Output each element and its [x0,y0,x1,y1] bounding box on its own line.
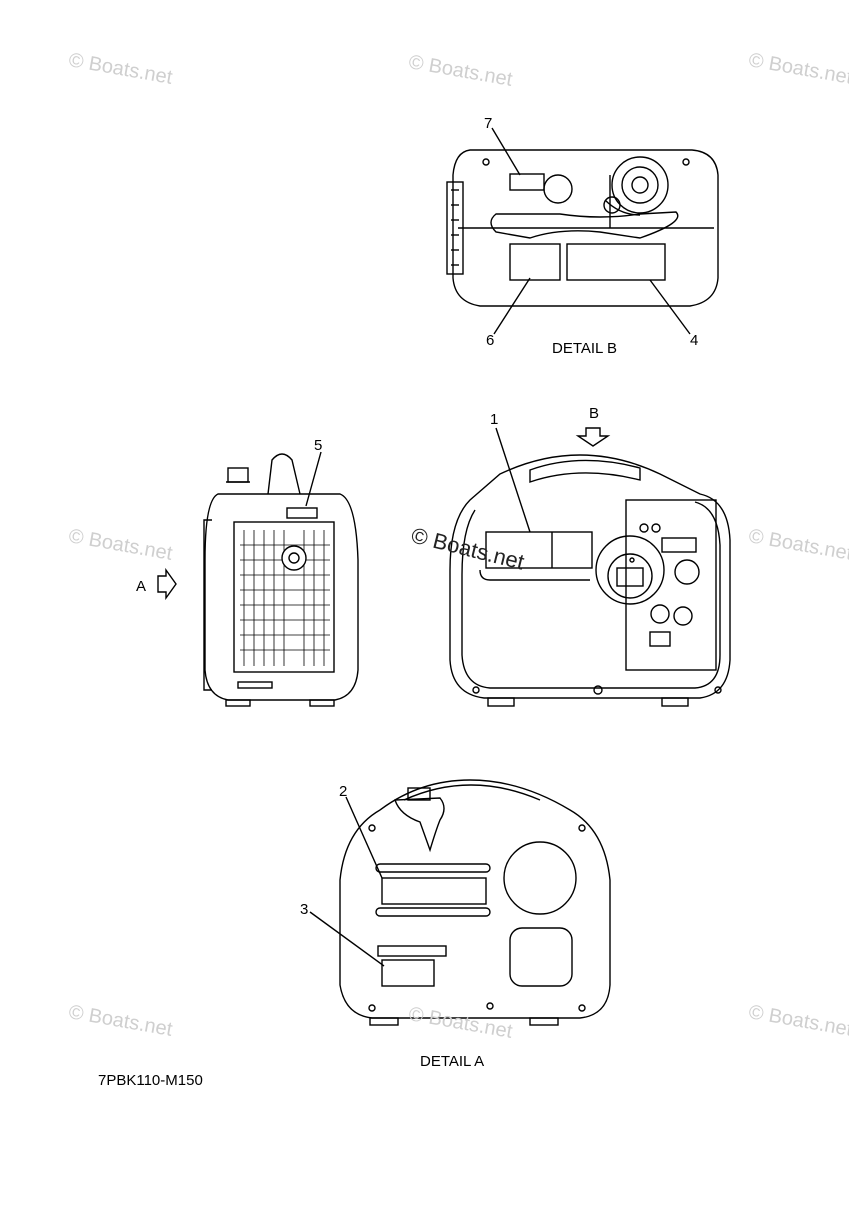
detail-b-caption: DETAIL B [552,340,617,357]
callout-5: 5 [314,437,322,454]
callout-2: 2 [339,783,347,800]
detail-a-rear-view [309,779,611,1026]
view-arrow-a-label: A [136,578,146,595]
callout-4: 4 [690,332,698,349]
detail-b-top-view [446,127,719,335]
view-arrow-b-label: B [589,405,599,422]
side-view [157,451,359,707]
callouts: 7 6 4 1 5 2 3 A B [136,115,698,918]
callout-3: 3 [300,901,308,918]
callout-1: 1 [490,411,498,428]
front-view [449,427,731,707]
callout-7: 7 [484,115,492,132]
callout-6: 6 [486,332,494,349]
detail-a-caption: DETAIL A [420,1053,484,1070]
part-code: 7PBK110-M150 [98,1072,203,1089]
